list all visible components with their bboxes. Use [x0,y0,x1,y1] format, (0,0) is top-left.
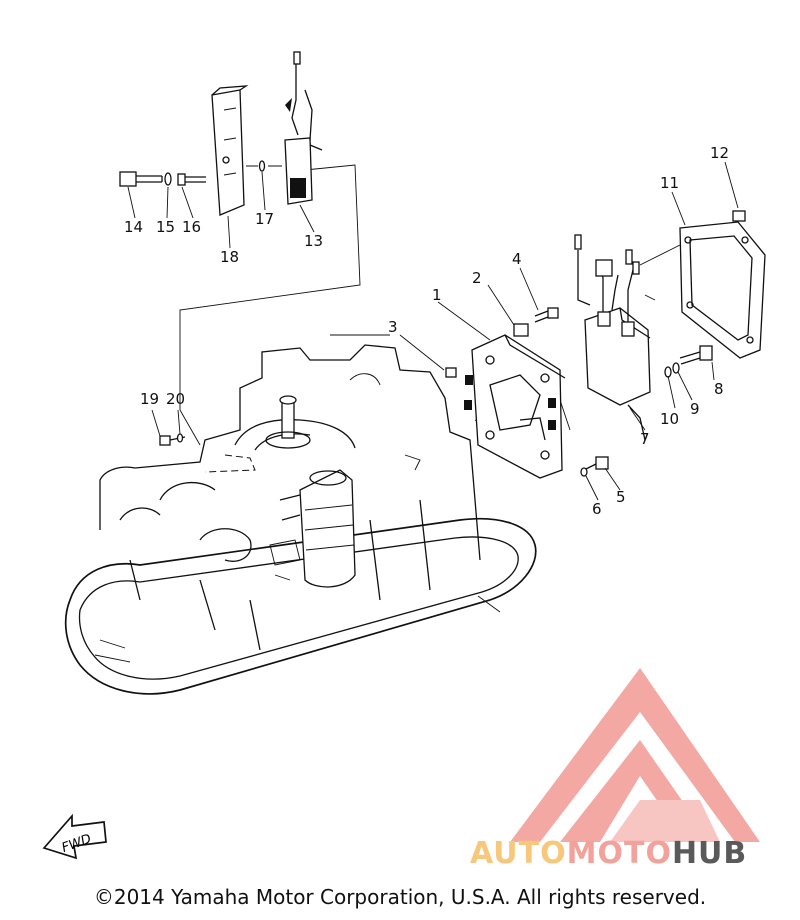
callout-14: 14 [124,218,143,236]
watermark-part-moto: MOTO [566,836,672,871]
watermark-part-hub: HUB [671,836,748,871]
callout-3: 3 [388,318,398,336]
callout-16: 16 [182,218,201,236]
small-fasteners [159,210,746,477]
callout-13: 13 [304,232,323,250]
callout-4: 4 [512,250,522,268]
engine-block [99,344,481,651]
callout-2: 2 [472,269,482,287]
callout-15: 15 [156,218,175,236]
watermark-brand: AUTOMOTOHUB [470,836,747,871]
callout-18: 18 [220,248,239,266]
callout-20: 20 [166,390,185,408]
callout-12: 12 [710,144,729,162]
callout-9: 9 [690,400,700,418]
callout-6: 6 [592,500,602,518]
cdi-unit-7 [574,234,656,441]
fwd-arrow-icon: FWD [42,813,107,860]
fasteners-14-17 [119,160,282,187]
callout-8: 8 [714,380,724,398]
callout-leaders [127,161,739,501]
fwd-label: FWD [60,832,94,856]
callout-5: 5 [616,488,626,506]
callout-10: 10 [660,410,679,428]
watermark-part-auto: AUTO [470,836,567,871]
callout-1: 1 [432,286,442,304]
bracket-18 [211,85,249,216]
callout-labels: 1 2 3 4 5 6 7 8 9 10 11 12 13 14 15 16 1… [124,144,729,518]
callout-17: 17 [255,210,274,228]
cover-11 [679,221,766,359]
copyright-footer: ©2014 Yamaha Motor Corporation, U.S.A. A… [93,885,707,909]
plate-1 [464,334,566,479]
bottom-cowling [64,517,537,695]
callout-11: 11 [660,174,679,192]
module-13 [284,51,323,205]
callout-7: 7 [640,430,650,448]
watermark-logo [510,668,760,842]
callout-19: 19 [140,390,159,408]
